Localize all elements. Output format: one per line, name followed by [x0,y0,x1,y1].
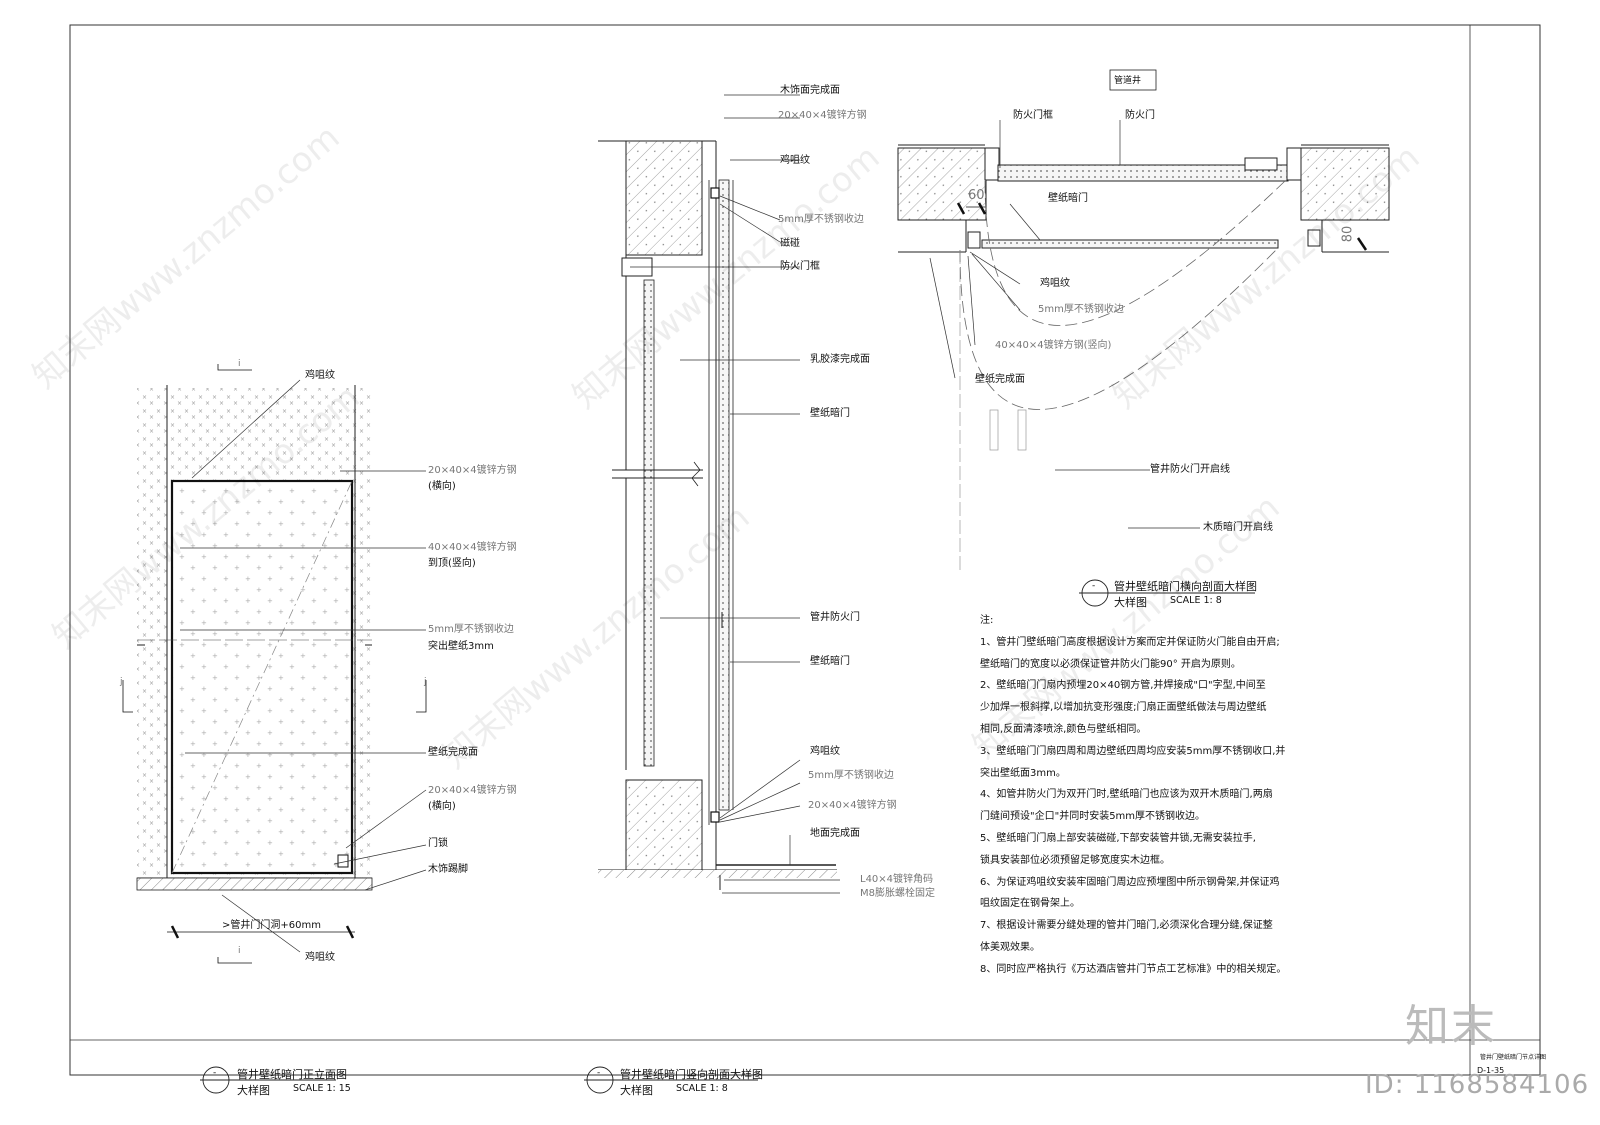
vsec-label-steel-20-bottom: 20×40×4镀锌方钢 [808,800,897,811]
note-line: 门缝间预设"企口"并同时安装5mm厚不锈钢收边。 [980,811,1206,823]
hsec-dim-60: 60 [968,188,985,203]
hsec-label-fire-door-frame: 防火门框 [1013,110,1053,121]
hsec-label-fire-door-swing: 管井防火门开启线 [1150,464,1230,475]
vsection-title: 管井壁纸暗门竖向剖面大样图 [620,1068,763,1081]
hsection-marker: - [1092,581,1096,591]
door-elevation [122,364,427,964]
hsec-label-steel-vertical: 40×40×4镀锌方钢(竖向) [995,340,1112,351]
hsec-label-wallpaper-finish: 壁纸完成面 [975,374,1025,385]
note-line: 4、如管井防火门为双开门时,壁纸暗门也应该为双开木质暗门,两扇 [980,789,1273,801]
vsec-label-wood-finish: 木饰面完成面 [780,85,840,96]
vsec-label-shaft-fire-door: 管井防火门 [810,612,860,623]
vsection-scale: SCALE 1: 8 [676,1083,728,1094]
hsec-label-shaft: 管道井 [1114,76,1142,86]
vsec-label-anchor-bolt: M8膨胀螺栓固定 [860,888,935,899]
watermark-brand: 知末 [1405,1001,1497,1052]
vsec-label-chicken-mouth-bottom: 鸡咀纹 [810,746,840,757]
elevation-marker: - [213,1068,217,1078]
vsection-marker: - [597,1068,601,1078]
note-line: 咀纹固定在钢骨架上。 [980,898,1080,910]
elevation-title: 管井壁纸暗门正立面图 [237,1068,347,1081]
elev-label-ss-trim: 5mm厚不锈钢收边 [428,624,514,635]
elev-label-wallpaper-finish: 壁纸完成面 [428,747,478,758]
note-line: 2、壁纸暗门门扇内预埋20×40钢方管,并焊接成"口"字型,中间至 [980,680,1266,692]
elev-label-chicken-mouth-bottom: 鸡咀纹 [305,952,335,963]
watermark-doc-id: ID: 1168584106 [1365,1070,1590,1100]
sheet-number: D-1-35 [1477,1066,1505,1075]
note-line: 7、根据设计需要分缝处理的管井门暗门,必须深化合理分缝,保证整 [980,920,1273,932]
elev-label-wood-skirting: 木饰踢脚 [428,864,468,875]
vsec-label-ss-trim-top: 5mm厚不锈钢收边 [778,214,864,225]
hsection-scale: SCALE 1: 8 [1170,595,1222,606]
hsection-title: 管井壁纸暗门横向剖面大样图 [1114,580,1257,593]
note-line: 壁纸暗门的宽度以必须保证管井防火门能90° 开启为原则。 [980,658,1241,670]
note-line: 突出壁纸面3mm。 [980,767,1066,779]
vsec-label-ss-trim-bottom: 5mm厚不锈钢收边 [808,770,894,781]
note-line: 8、同时应严格执行《万达酒店管井门节点工艺标准》中的相关规定。 [980,963,1287,975]
hsection-subtitle: 大样图 [1114,596,1147,609]
vsec-label-latex-finish: 乳胶漆完成面 [810,354,870,365]
vsec-label-steel-20: 20×40×4镀锌方钢 [778,110,867,121]
vsection-subtitle: 大样图 [620,1084,653,1097]
title-symbols [200,579,1255,1094]
note-line: 6、为保证鸡咀纹安装牢固暗门周边应预埋图中所示钢骨架,并保证鸡 [980,876,1280,888]
note-line: 锁具安装部位必须预留足够宽度实木边框。 [980,854,1170,866]
elev-label-steel-vertical: 40×40×4镀锌方钢 [428,542,517,553]
elev-label-steel-horizontal-2-sub: (横向) [428,801,456,812]
sheet-title: 管井门壁纸暗门节点详图 [1480,1054,1547,1061]
note-line: 1、管井门壁纸暗门高度根据设计方案而定并保证防火门能自由开启; [980,636,1280,648]
vsec-label-wallpaper-door-top: 壁纸暗门 [810,408,850,419]
hsec-label-wallpaper-door: 壁纸暗门 [1048,193,1088,204]
note-line: 少加焊一根斜撑,以增加抗变形强度;门扇正面壁纸做法与周边壁纸 [980,702,1267,714]
vsec-label-wallpaper-door-bottom: 壁纸暗门 [810,656,850,667]
construction-notes: 注: 1、管井门壁纸暗门高度根据设计方案而定并保证防火门能自由开启; 壁纸暗门的… [980,610,1300,981]
section-mark-j-right: j [424,677,427,687]
section-mark-j-left: j [120,677,123,687]
horizontal-section [897,69,1390,570]
hsec-label-chicken-mouth: 鸡咀纹 [1040,278,1070,289]
hsec-label-fire-door: 防火门 [1125,110,1155,121]
sheet-border [69,24,1541,1076]
hsec-label-wood-door-swing: 木质暗门开启线 [1203,522,1273,533]
note-line: 3、壁纸暗门门扇四周和周边壁纸四周均应安装5mm厚不锈钢收口,并 [980,745,1286,757]
elev-label-steel-vertical-sub: 到顶(竖向) [428,558,476,569]
hsec-label-ss-trim: 5mm厚不锈钢收边 [1038,304,1124,315]
hsec-dim-80: 80 [1340,225,1356,243]
vertical-section [598,94,840,894]
elev-label-dimension: >管井门门洞+60mm [222,920,321,931]
note-line: 相同,反面清漆喷涂,颜色与壁纸相同。 [980,723,1147,735]
vsec-label-magnetic-catch: 磁碰 [780,238,800,249]
note-line: 5、壁纸暗门门扇上部安装磁碰,下部安装管井锁,无需安装拉手, [980,832,1256,844]
vsec-label-fire-door-frame: 防火门框 [780,261,820,272]
vsec-label-chicken-mouth-top: 鸡咀纹 [780,155,810,166]
elevation-scale: SCALE 1: 15 [293,1083,351,1094]
elev-label-steel-horizontal-2: 20×40×4镀锌方钢 [428,785,517,796]
elev-label-steel-horizontal-sub: (横向) [428,481,456,492]
elev-label-chicken-mouth-top: 鸡咀纹 [305,370,335,381]
section-mark-i-top: i [238,359,241,369]
notes-heading: 注: [980,615,994,626]
vsec-label-floor-finish: 地面完成面 [810,828,860,839]
vsec-label-angle-steel: L40×4镀锌角码 [860,874,934,885]
section-mark-i-bottom: i [238,946,241,956]
note-line: 体美观效果。 [980,941,1040,953]
elev-label-ss-trim-sub: 突出壁纸3mm [428,641,494,652]
elev-label-steel-horizontal: 20×40×4镀锌方钢 [428,465,517,476]
elev-label-door-lock: 门锁 [428,838,448,849]
elevation-subtitle: 大样图 [237,1084,270,1097]
